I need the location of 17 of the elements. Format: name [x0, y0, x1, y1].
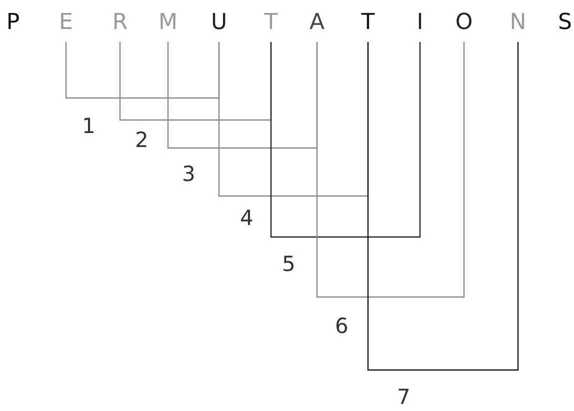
letter: T [357, 8, 379, 38]
letter: P [2, 8, 24, 38]
connector-line [167, 42, 318, 149]
connector-line [270, 42, 421, 238]
letter: N [507, 8, 529, 38]
letter: A [306, 8, 328, 38]
letter: R [109, 8, 131, 38]
letter: U [208, 8, 230, 38]
letter: M [157, 8, 179, 38]
letter: E [55, 8, 77, 38]
letter: T [260, 8, 282, 38]
connector-line [65, 42, 220, 99]
letter: I [409, 8, 431, 38]
connector-line [316, 42, 465, 298]
connector-line [367, 42, 519, 371]
letter: O [453, 8, 475, 38]
letter: S [554, 8, 574, 38]
